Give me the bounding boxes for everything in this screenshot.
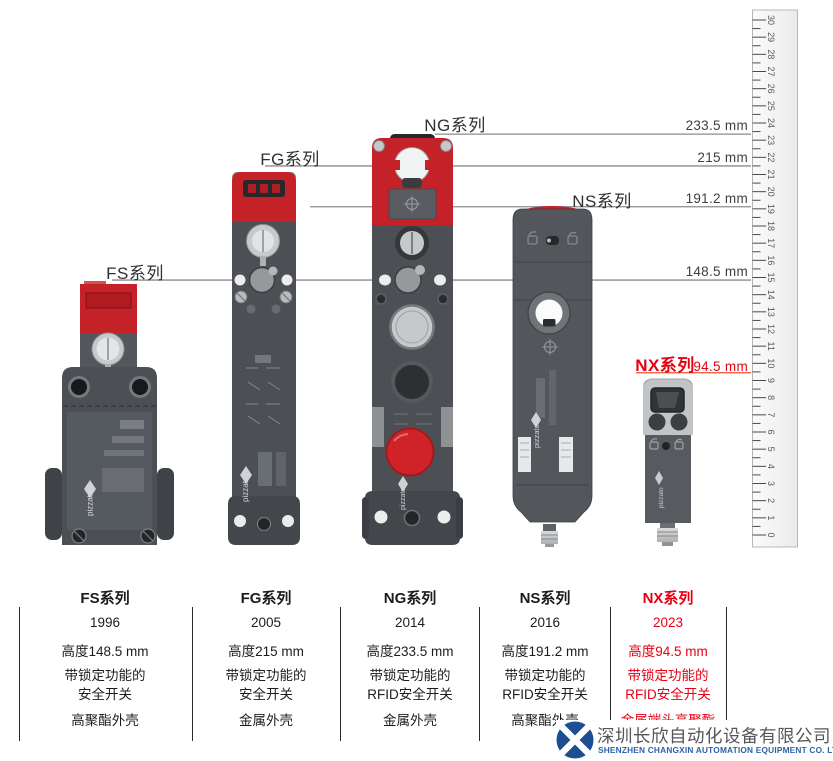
device-fs-switch: pizzato: [45, 281, 174, 545]
col-height: 高度233.5 mm: [366, 644, 454, 659]
label-series-ns: NS系列: [572, 192, 632, 211]
svg-text:5: 5: [766, 447, 776, 452]
svg-text:10: 10: [766, 358, 776, 368]
svg-text:4: 4: [766, 464, 776, 469]
svg-text:23: 23: [766, 135, 776, 145]
col-feature: 安全开关: [239, 687, 293, 702]
measure-label-94: 94.5 mm: [693, 359, 748, 374]
label-series-fg: FG系列: [260, 150, 320, 169]
svg-text:18: 18: [766, 221, 776, 231]
col-feature: RFID安全开关: [625, 687, 711, 702]
svg-text:28: 28: [766, 49, 776, 59]
fs-brand-text: pizzato: [86, 490, 95, 516]
svg-text:12: 12: [766, 324, 776, 334]
svg-text:17: 17: [766, 238, 776, 248]
table-divider: [19, 607, 20, 741]
device-ng-switch: pizzato: [362, 134, 463, 545]
company-name-en: SHENZHEN CHANGXIN AUTOMATION EQUIPMENT C…: [598, 745, 833, 755]
ruler: 0123456789101112131415161718192021222324…: [752, 9, 798, 548]
label-series-ng: NG系列: [424, 116, 486, 135]
label-series-nx: NX系列: [635, 356, 695, 375]
col-height: 高度148.5 mm: [61, 644, 149, 659]
nx-brand-text: pizzato: [658, 487, 665, 508]
svg-text:9: 9: [766, 378, 776, 383]
measure-label-233: 233.5 mm: [685, 118, 748, 133]
svg-text:25: 25: [766, 101, 776, 111]
svg-text:22: 22: [766, 152, 776, 162]
table-divider: [340, 607, 341, 741]
ns-brand-text: pizzato: [532, 424, 541, 448]
svg-text:14: 14: [766, 290, 776, 300]
col-height: 高度94.5 mm: [628, 644, 708, 659]
col-feature: RFID安全开关: [502, 687, 588, 702]
svg-text:3: 3: [766, 481, 776, 486]
col-title: FS系列: [80, 590, 130, 607]
svg-text:27: 27: [766, 66, 776, 76]
col-year: 1996: [89, 615, 121, 630]
measure-label-215: 215 mm: [697, 150, 748, 165]
svg-text:15: 15: [766, 272, 776, 282]
svg-text:20: 20: [766, 187, 776, 197]
measure-label-148: 148.5 mm: [685, 264, 748, 279]
svg-text:19: 19: [766, 204, 776, 214]
label-series-fs: FS系列: [106, 264, 164, 283]
svg-text:2: 2: [766, 498, 776, 503]
col-title: NX系列: [642, 590, 694, 607]
svg-text:0: 0: [766, 532, 776, 537]
col-title: FG系列: [240, 590, 292, 607]
table-divider: [479, 607, 480, 741]
device-nx-switch: pizzato: [643, 378, 693, 546]
svg-text:1: 1: [766, 515, 776, 520]
device-ns-switch: pizzato: [512, 206, 593, 547]
svg-text:6: 6: [766, 429, 776, 434]
col-feature: 带锁定功能的: [369, 668, 451, 683]
col-feature: RFID安全开关: [367, 687, 453, 702]
ng-brand-text: pizzato: [400, 488, 407, 510]
col-housing: 金属外壳: [383, 713, 437, 728]
col-feature: 带锁定功能的: [504, 668, 586, 683]
col-housing: 金属外壳: [239, 713, 293, 728]
svg-text:16: 16: [766, 255, 776, 265]
svg-text:29: 29: [766, 32, 776, 42]
company-footer: 深圳长欣自动化设备有限公司 SHENZHEN CHANGXIN AUTOMATI…: [556, 720, 833, 761]
svg-text:26: 26: [766, 84, 776, 94]
svg-text:7: 7: [766, 412, 776, 417]
col-feature: 带锁定功能的: [64, 668, 146, 683]
col-year: 2016: [529, 615, 561, 630]
measure-label-191: 191.2 mm: [685, 191, 748, 206]
col-height: 高度215 mm: [228, 644, 304, 659]
col-feature: 带锁定功能的: [225, 668, 307, 683]
svg-text:21: 21: [766, 169, 776, 179]
col-title: NG系列: [383, 590, 437, 607]
col-year: 2014: [394, 615, 426, 630]
device-fg-switch: pizzato: [228, 172, 300, 545]
col-feature: 安全开关: [78, 687, 132, 702]
table-divider: [726, 607, 727, 741]
fg-brand-text: pizzato: [241, 476, 250, 502]
svg-text:30: 30: [766, 15, 776, 25]
col-height: 高度191.2 mm: [501, 644, 589, 659]
col-housing: 高聚酯外壳: [71, 713, 139, 728]
col-title: NS系列: [519, 590, 571, 607]
svg-text:11: 11: [766, 341, 776, 350]
col-year: 2023: [652, 615, 684, 630]
company-name-cn: 深圳长欣自动化设备有限公司: [597, 726, 831, 746]
table-divider: [610, 607, 611, 741]
col-year: 2005: [250, 615, 282, 630]
changxin-logo-icon: [556, 721, 594, 759]
table-divider: [192, 607, 193, 741]
col-feature: 带锁定功能的: [627, 668, 709, 683]
svg-text:24: 24: [766, 118, 776, 128]
svg-text:13: 13: [766, 307, 776, 317]
svg-text:8: 8: [766, 395, 776, 400]
